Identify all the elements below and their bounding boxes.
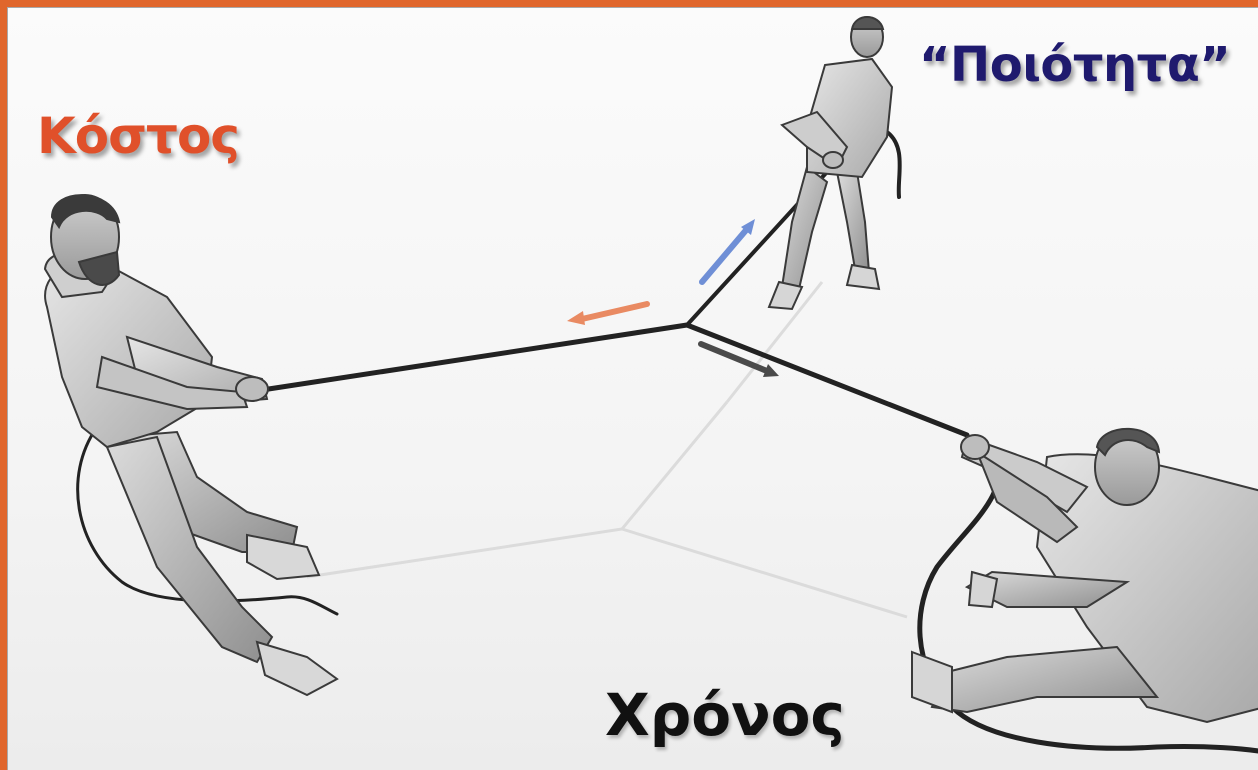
arrow-cost [567, 304, 647, 325]
floor-shadows [307, 282, 907, 617]
man-pulling-right [912, 429, 1258, 722]
quality-label: “Ποιότητα” [919, 37, 1230, 93]
man-pulling-left [45, 195, 337, 695]
man-pulling-top [769, 17, 892, 309]
cost-label: Κόστος [37, 107, 239, 165]
arrow-quality [702, 219, 755, 282]
time-label: Χρόνος [605, 681, 845, 749]
